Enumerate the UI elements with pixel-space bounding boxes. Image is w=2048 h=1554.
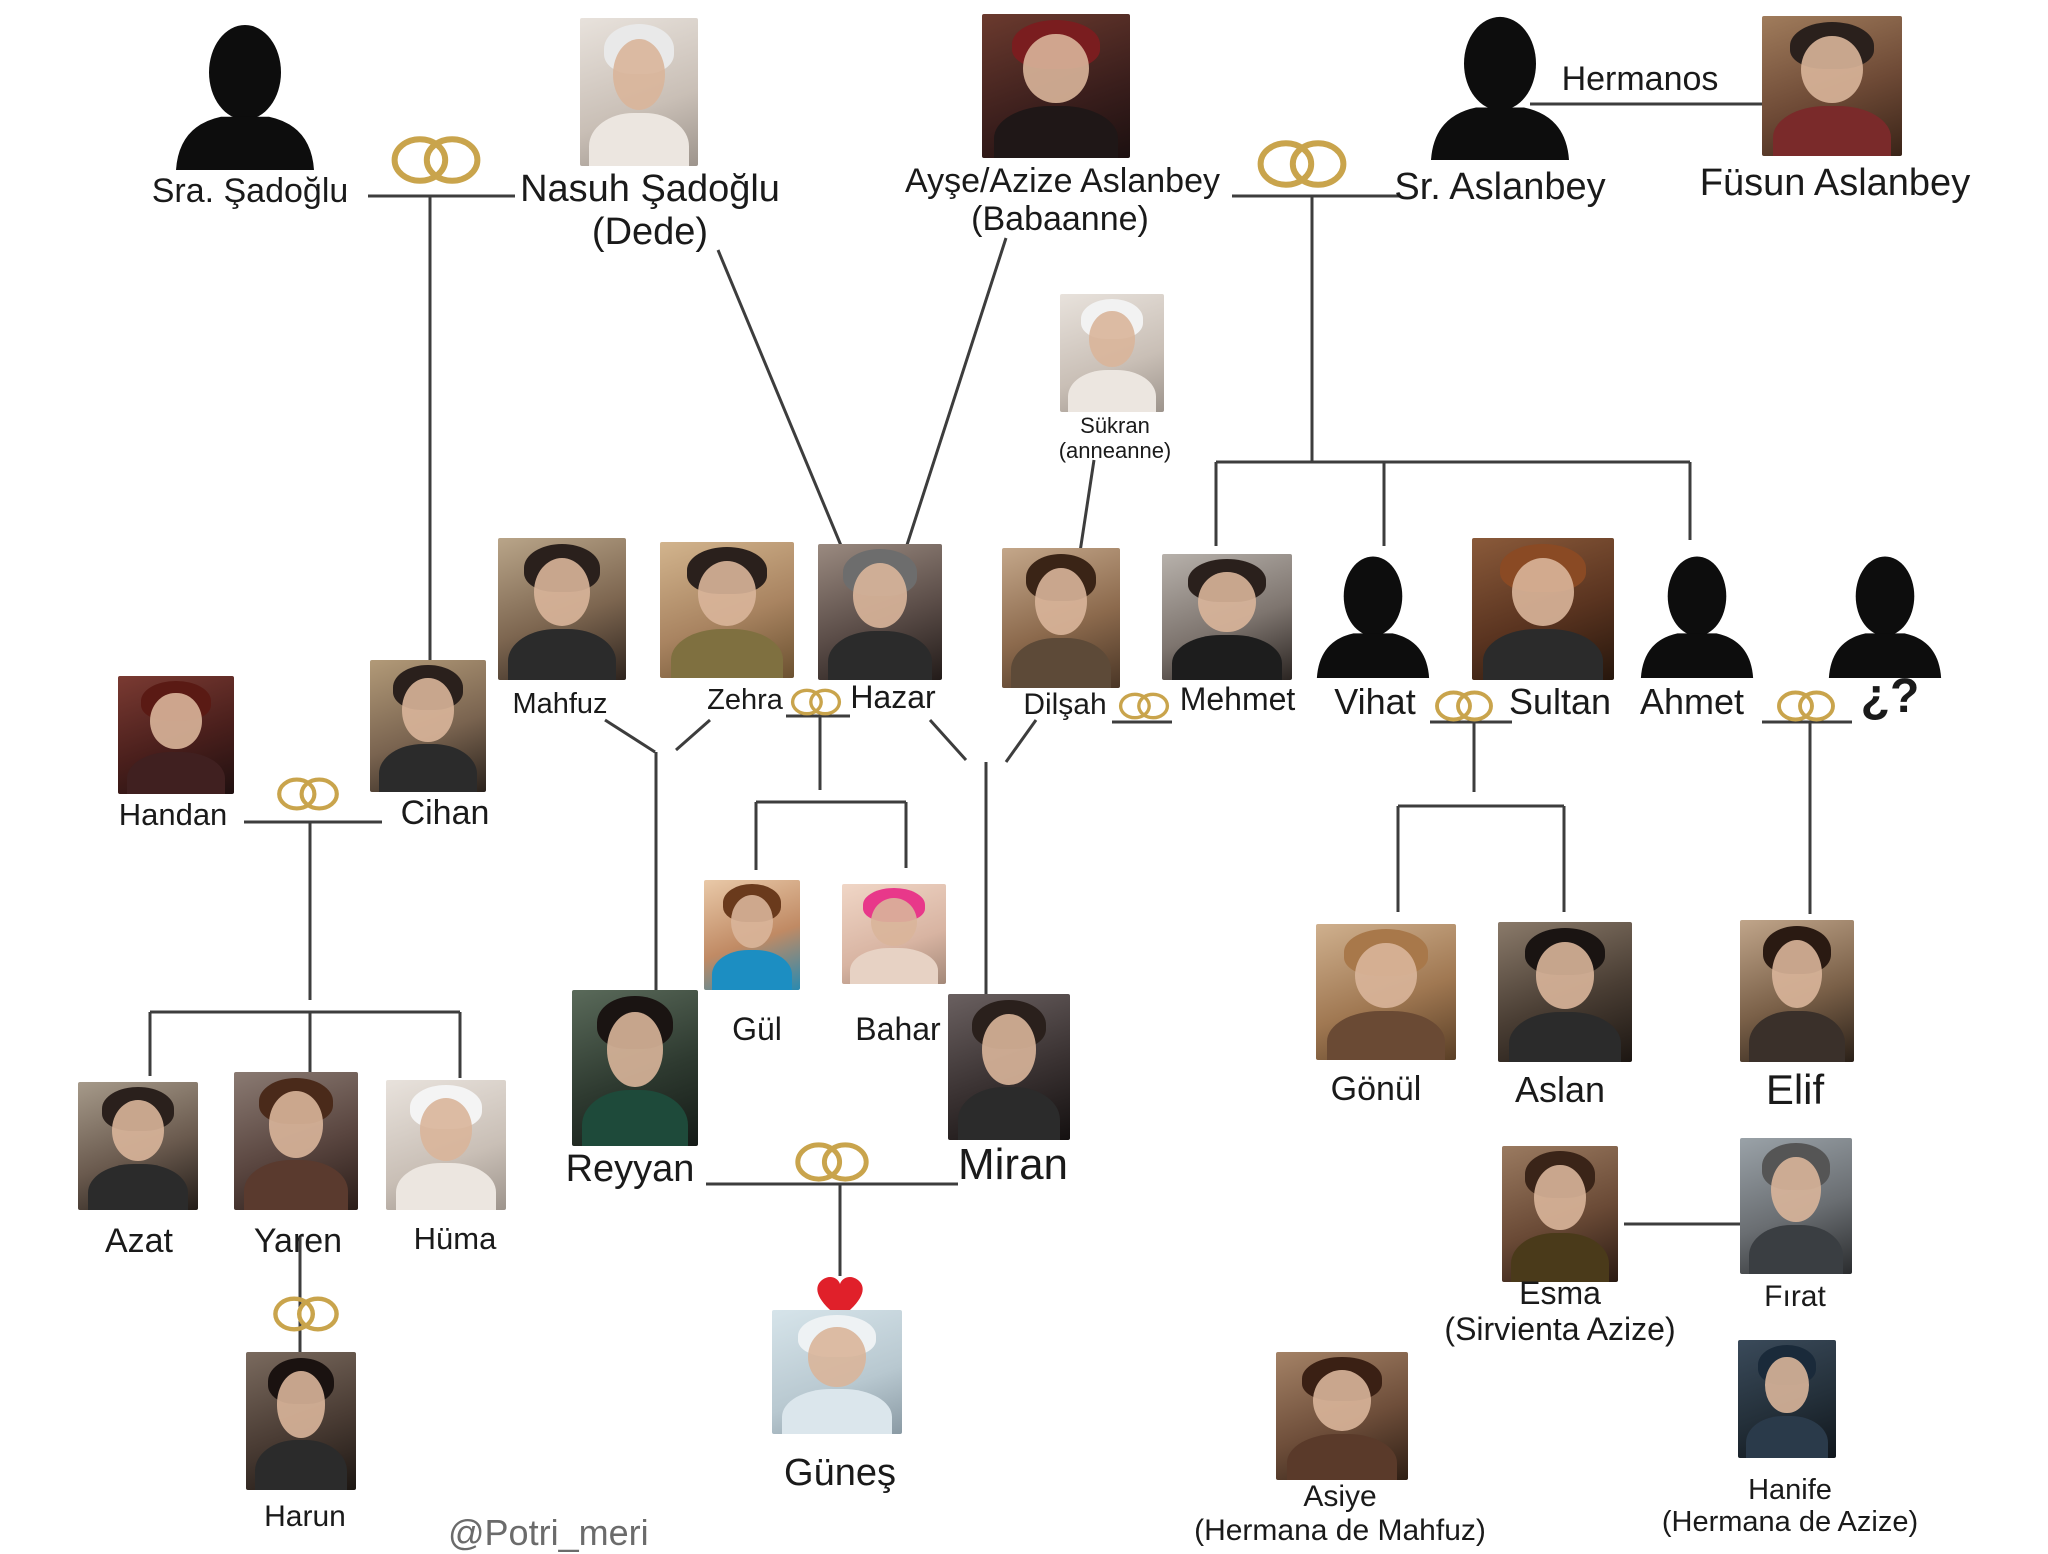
label-miran: Miran [957, 1140, 1069, 1189]
label-sra-sadoglu: Sra. Şadoğlu [151, 172, 349, 210]
photo-gonul [1316, 924, 1456, 1060]
label-mehmet: Mehmet [1179, 681, 1296, 717]
photo-elif [1740, 920, 1854, 1062]
wedding-rings-icon [273, 1296, 339, 1332]
photo-aslan [1498, 922, 1632, 1062]
photo-mahfuz [498, 538, 626, 680]
photo-nasuh-sadoglu [580, 18, 698, 166]
label-asiye-line1: Asiye [1303, 1480, 1377, 1513]
label-ayse-aslanbey: Ayşe/Azize Aslanbey (Babaanne) [905, 162, 1220, 239]
photo-hanife [1738, 1340, 1836, 1458]
photo-gul [704, 880, 800, 990]
label-sultan: Sultan [1508, 681, 1612, 722]
photo-reyyan [572, 990, 698, 1146]
photo-asiye [1276, 1352, 1408, 1480]
photo-ayse-aslanbey [982, 14, 1130, 158]
photo-cihan [370, 660, 486, 792]
label-esma: Esma (Sirvienta Azize) [1420, 1275, 1700, 1348]
label-mahfuz: Mahfuz [512, 688, 608, 720]
label-sukran-line2: (anneanne) [1058, 437, 1172, 463]
label-ayse-line1: Ayşe/Azize Aslanbey [905, 162, 1220, 200]
silhouette-unknown [1824, 554, 1946, 678]
photo-harun [246, 1352, 356, 1490]
label-asiye-line2: (Hermana de Mahfuz) [1194, 1513, 1486, 1547]
connector-line [716, 249, 844, 549]
silhouette-vihat [1312, 554, 1434, 678]
label-huma: Hüma [413, 1221, 497, 1256]
label-asiye: Asiye (Hermana de Mahfuz) [1180, 1480, 1500, 1547]
label-sukran-line1: Sükran [1080, 413, 1150, 438]
label-gunes: Güneş [784, 1452, 896, 1494]
label-gonul: Gönül [1330, 1070, 1422, 1108]
label-esma-line2: (Sirvienta Azize) [1444, 1310, 1676, 1347]
label-nasuh-line2: (Dede) [591, 210, 709, 253]
label-sukran: Sükran (anneanne) [1030, 413, 1200, 463]
photo-yaren [234, 1072, 358, 1210]
label-esma-line1: Esma [1519, 1275, 1601, 1311]
photo-gunes [772, 1310, 902, 1434]
label-ayse-line2: (Babaanne) [971, 200, 1149, 239]
label-hanife: Hanife (Hermana de Azize) [1640, 1474, 1940, 1539]
silhouette-sr-aslanbey [1425, 14, 1575, 160]
wedding-rings-icon [1257, 140, 1347, 188]
connector-line [604, 718, 656, 754]
wedding-rings-icon [795, 1142, 869, 1182]
photo-hazar [818, 544, 942, 680]
label-hanife-line1: Hanife [1748, 1474, 1832, 1506]
photo-fusun-aslanbey [1762, 16, 1902, 156]
photo-esma [1502, 1146, 1618, 1282]
wedding-rings-icon [1118, 692, 1170, 720]
connector-line [1004, 719, 1038, 763]
photo-azat [78, 1082, 198, 1210]
photo-firat [1740, 1138, 1852, 1274]
label-azat: Azat [104, 1222, 174, 1260]
wedding-rings-icon [790, 688, 842, 716]
photo-huma [386, 1080, 506, 1210]
label-unknown: ¿? [1860, 670, 1920, 723]
photo-mehmet [1162, 554, 1292, 680]
label-hanife-line2: (Hermana de Azize) [1661, 1506, 1919, 1539]
connector-line [928, 718, 968, 762]
label-cihan: Cihan [400, 794, 490, 832]
wedding-rings-icon [1777, 690, 1835, 722]
label-bahar: Bahar [855, 1011, 941, 1047]
connector-line [675, 718, 711, 752]
label-elif: Elif [1765, 1066, 1825, 1113]
label-gul: Gül [732, 1011, 782, 1047]
wedding-rings-icon [1435, 690, 1493, 722]
photo-handan [118, 676, 234, 794]
wedding-rings-icon [277, 777, 339, 811]
connector-line [904, 237, 1008, 549]
label-zehra: Zehra [707, 684, 783, 716]
label-nasuh-line1: Nasuh Şadoğlu [520, 168, 780, 210]
photo-bahar [842, 884, 946, 984]
label-dilsah: Dilşah [1023, 688, 1107, 721]
wedding-rings-icon [391, 136, 481, 184]
label-hazar: Hazar [850, 679, 936, 715]
label-ahmet: Ahmet [1639, 681, 1745, 722]
watermark: @Potri_meri [448, 1512, 649, 1553]
connector-line [1078, 459, 1096, 553]
label-reyyan: Reyyan [565, 1148, 695, 1190]
photo-zehra [660, 542, 794, 678]
photo-dilsah [1002, 548, 1120, 688]
label-fusun-aslanbey: Füsun Aslanbey [1699, 162, 1971, 204]
label-yaren: Yaren [253, 1222, 343, 1260]
silhouette-ahmet [1636, 554, 1758, 678]
silhouette-sra-sadoglu [170, 22, 320, 170]
photo-sukran [1060, 294, 1164, 412]
label-aslan: Aslan [1514, 1069, 1606, 1110]
label-hermanos: Hermanos [1561, 60, 1719, 98]
photo-miran [948, 994, 1070, 1140]
heart-icon [817, 1277, 863, 1318]
photo-sultan [1472, 538, 1614, 680]
label-vihat: Vihat [1334, 681, 1416, 722]
label-firat: Fırat [1764, 1280, 1826, 1313]
label-sr-aslanbey: Sr. Aslanbey [1394, 166, 1606, 208]
label-harun: Harun [264, 1500, 346, 1533]
label-nasuh-sadoglu: Nasuh Şadoğlu (Dede) [500, 168, 800, 253]
label-handan: Handan [118, 797, 228, 832]
